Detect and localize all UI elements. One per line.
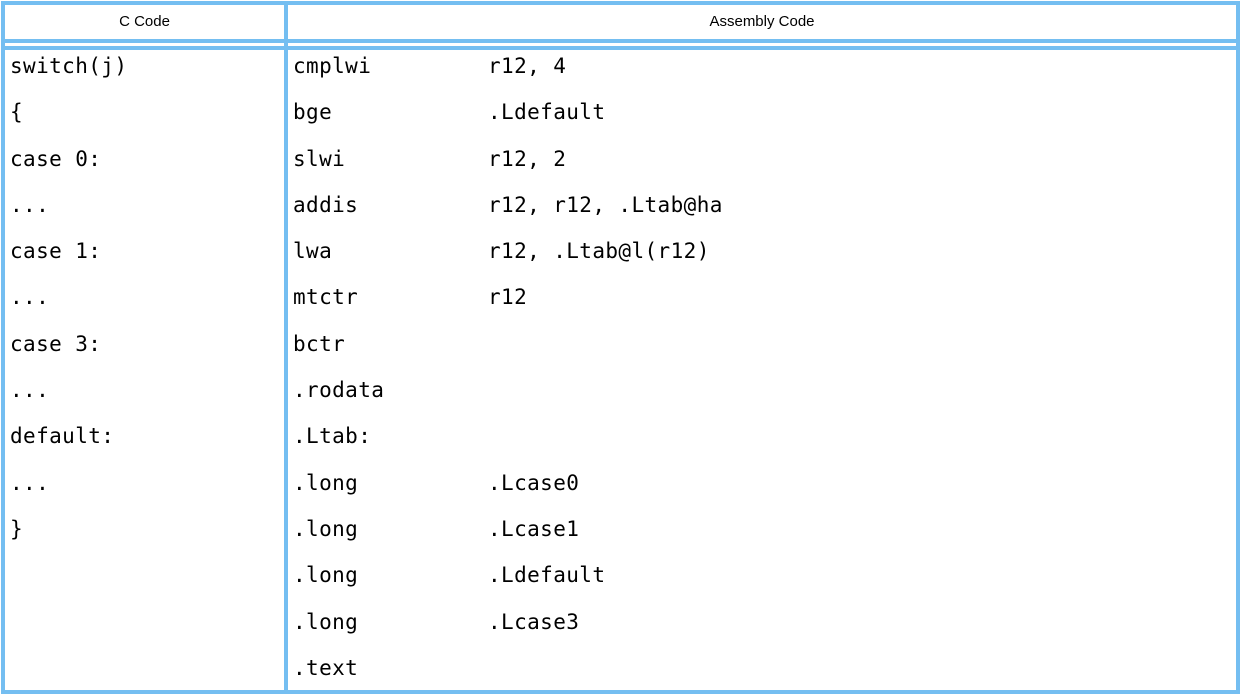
asm-mnemonic: mtctr	[293, 285, 359, 310]
assembly-line: .Ltab:	[293, 420, 1233, 466]
c-code-line: ...	[10, 467, 280, 513]
c-code-column: switch(j) { case 0:... case 1:... case 3:...…	[10, 50, 280, 559]
asm-operands: r12, .Ltab@l(r12)	[488, 239, 710, 264]
c-code-text: case 0:	[10, 146, 102, 171]
assembly-line: lwa r12, .Ltab@l(r12)	[293, 235, 1233, 281]
c-code-line: case 3:	[10, 328, 280, 374]
c-code-text: ...	[10, 192, 50, 217]
c-code-line: default:	[10, 420, 280, 466]
asm-mnemonic: bctr	[293, 331, 346, 356]
c-code-line: ...	[10, 374, 280, 420]
assembly-line: .rodata	[293, 374, 1233, 420]
c-code-line: {	[10, 96, 280, 142]
asm-mnemonic: .Ltab:	[293, 424, 372, 449]
assembly-line: .text	[293, 652, 1233, 698]
asm-mnemonic: lwa	[293, 239, 333, 264]
asm-mnemonic: .text	[293, 655, 359, 680]
c-code-header-cell: C Code	[5, 5, 284, 37]
asm-operands: .Ldefault	[488, 100, 606, 125]
assembly-line: mtctr r12	[293, 281, 1233, 327]
asm-operands: .Lcase1	[488, 516, 580, 541]
assembly-line: .long .Lcase1	[293, 513, 1233, 559]
c-code-line: case 0:	[10, 143, 280, 189]
c-code-line: case 1:	[10, 235, 280, 281]
assembly-line: slwi r12, 2	[293, 143, 1233, 189]
asm-operands: r12, 2	[488, 146, 567, 171]
c-code-header-label: C Code	[119, 12, 170, 30]
asm-operands: .Ldefault	[488, 563, 606, 588]
c-code-text: case 3:	[10, 331, 102, 356]
asm-operands: r12, r12, .Ltab@ha	[488, 192, 723, 217]
asm-operands: r12	[488, 285, 528, 310]
c-code-text: }	[10, 516, 24, 541]
c-code-text: ...	[10, 470, 50, 495]
assembly-line: bge .Ldefault	[293, 96, 1233, 142]
c-code-text: ...	[10, 285, 50, 310]
asm-mnemonic: bge	[293, 100, 333, 125]
asm-operands: .Lcase0	[488, 470, 580, 495]
assembly-line: cmplwi r12, 4	[293, 50, 1233, 96]
c-code-line: ...	[10, 281, 280, 327]
asm-mnemonic: .long	[293, 563, 359, 588]
c-code-text: ...	[10, 378, 50, 403]
column-divider	[284, 1, 288, 694]
asm-mnemonic: .long	[293, 609, 359, 634]
c-code-line: }	[10, 513, 280, 559]
asm-mnemonic: slwi	[293, 146, 346, 171]
assembly-code-column: cmplwi r12, 4 bge .Ldefault slwi r12, 2 addis r…	[293, 50, 1233, 698]
header-separator-rule-top	[1, 39, 1240, 43]
asm-mnemonic: .long	[293, 516, 359, 541]
assembly-code-header-cell: Assembly Code	[288, 5, 1236, 37]
asm-operands: r12, 4	[488, 54, 567, 78]
asm-operands: .Lcase3	[488, 609, 580, 634]
assembly-line: .long .Lcase3	[293, 606, 1233, 652]
asm-mnemonic: cmplwi	[293, 54, 372, 78]
assembly-code-header-label: Assembly Code	[709, 12, 815, 30]
c-code-text: {	[10, 100, 24, 125]
c-code-line: switch(j)	[10, 50, 280, 96]
c-code-line: ...	[10, 189, 280, 235]
assembly-line: .long .Lcase0	[293, 467, 1233, 513]
asm-mnemonic: .long	[293, 470, 359, 495]
asm-mnemonic: addis	[293, 192, 359, 217]
asm-mnemonic: .rodata	[293, 378, 385, 403]
c-code-text: case 1:	[10, 239, 102, 264]
header-separator-rule-bottom	[1, 46, 1240, 50]
assembly-line: .long .Ldefault	[293, 559, 1233, 605]
c-code-text: default:	[10, 424, 115, 449]
assembly-line: bctr	[293, 328, 1233, 374]
c-code-text: switch(j)	[10, 54, 128, 78]
assembly-line: addis r12, r12, .Ltab@ha	[293, 189, 1233, 235]
